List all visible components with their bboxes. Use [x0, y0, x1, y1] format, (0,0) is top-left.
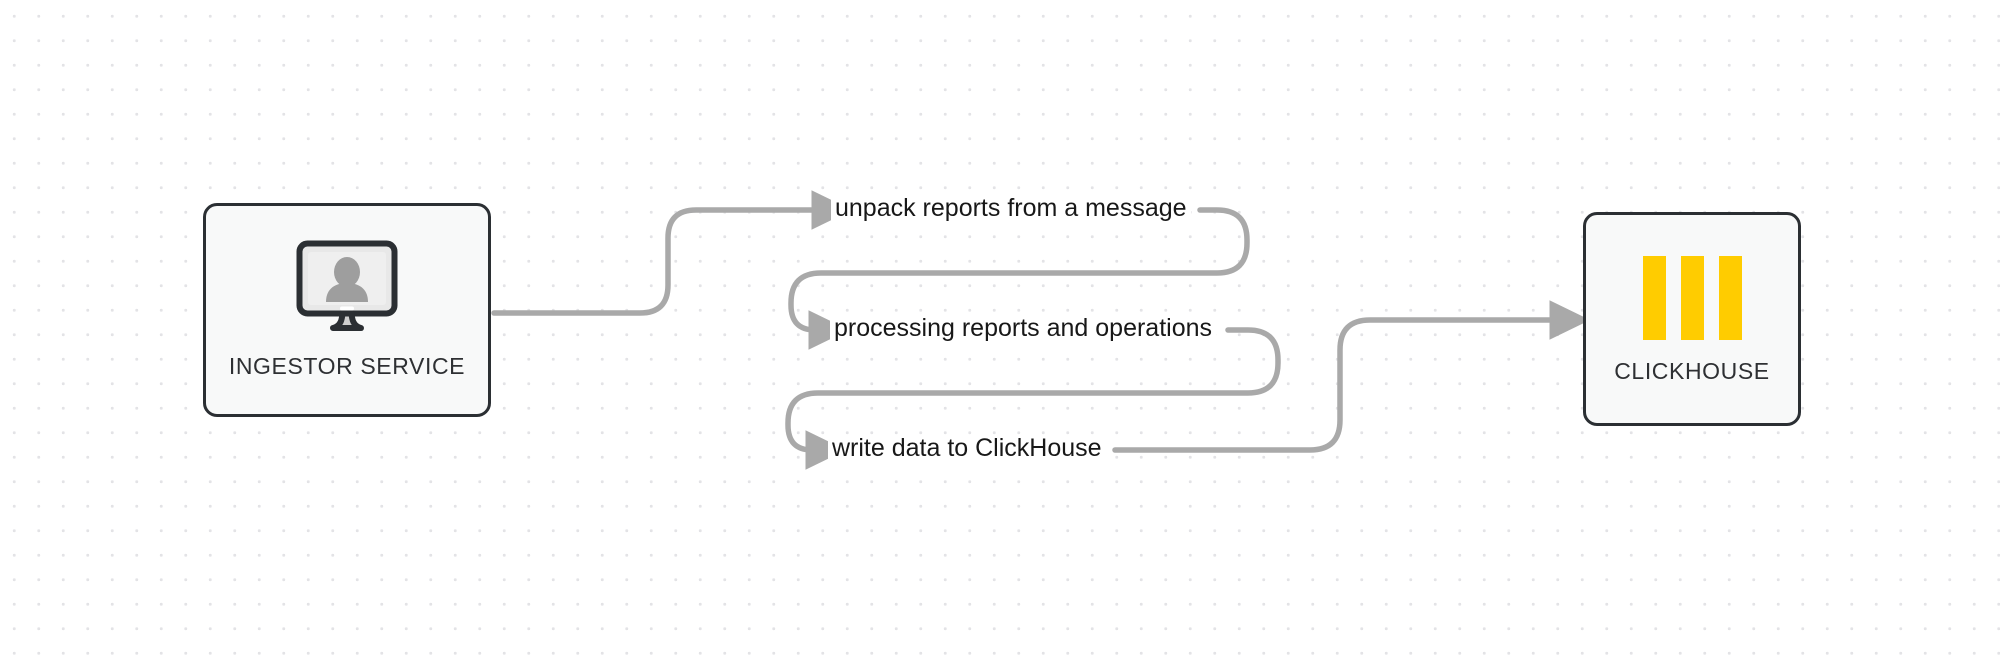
edge-path-3 — [785, 327, 1281, 470]
clickhouse-bar-2 — [1680, 255, 1704, 340]
edge-path-4 — [1112, 300, 1591, 453]
edge-path-2 — [788, 207, 1250, 350]
clickhouse-bars-icon — [1642, 255, 1742, 340]
node-ingestor-service-label: INGESTOR SERVICE — [228, 353, 466, 379]
monitor-user-icon — [295, 240, 399, 337]
edge-label-unpack-reports: unpack reports from a message — [831, 196, 1191, 221]
node-clickhouse[interactable]: CLICKHOUSE — [1583, 212, 1801, 426]
node-clickhouse-label: CLICKHOUSE — [1614, 357, 1770, 384]
node-ingestor-service[interactable]: INGESTOR SERVICE — [203, 203, 491, 417]
edge-label-write-data: write data to ClickHouse — [828, 436, 1106, 461]
edge-path-1 — [491, 190, 853, 316]
clickhouse-bar-3 — [1718, 255, 1742, 340]
clickhouse-bar-1 — [1642, 255, 1666, 340]
edge-label-processing-reports: processing reports and operations — [830, 316, 1217, 341]
